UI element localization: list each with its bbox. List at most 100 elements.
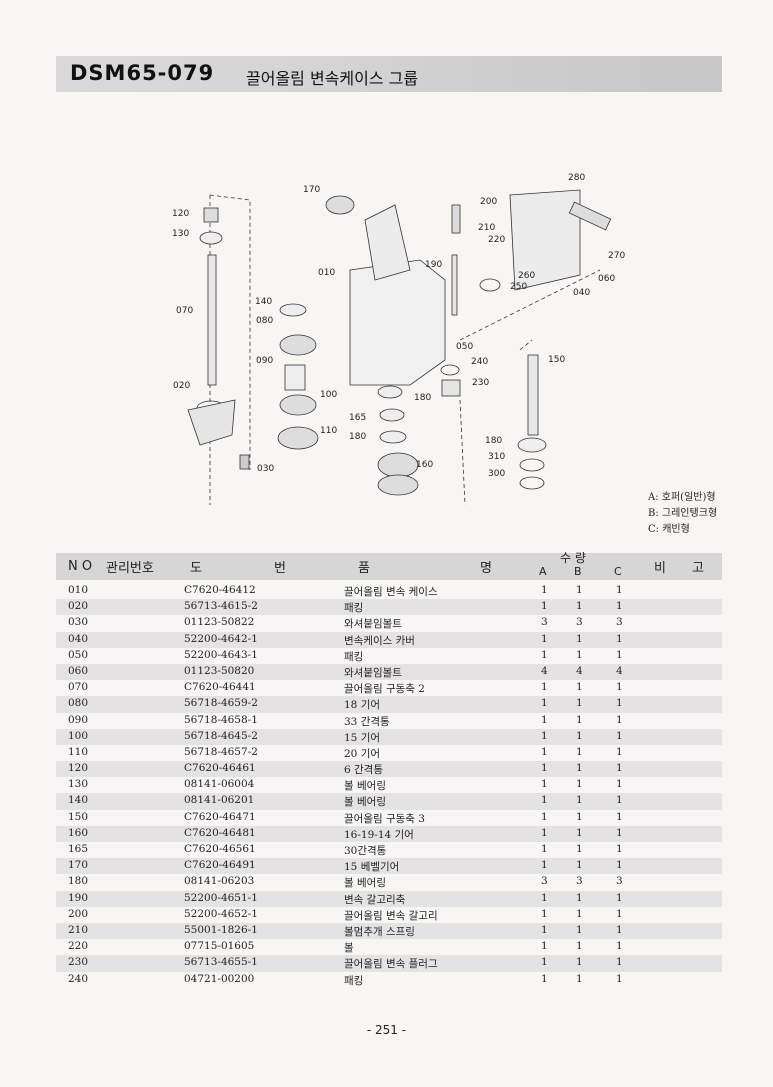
cell-part-name: 20 기어 [344, 747, 381, 760]
cell-qty-b: 1 [576, 907, 583, 920]
cell-qty-c: 1 [616, 907, 623, 920]
header-drawing-2: 번 [274, 561, 286, 576]
cell-qty-b: 1 [576, 681, 583, 694]
cell-part-number: 52200-4652-1 [184, 907, 258, 920]
callout-300: 300 [488, 469, 505, 479]
callout-180-right: 180 [485, 436, 502, 446]
callout-200: 200 [480, 197, 497, 207]
cell-qty-a: 1 [541, 940, 548, 953]
cell-part-name: 33 간격통 [344, 715, 390, 728]
cell-qty-a: 1 [541, 923, 548, 936]
callout-270: 270 [608, 251, 625, 261]
callout-110: 110 [320, 426, 337, 436]
cell-part-name: 볼멈추개 스프링 [344, 925, 415, 938]
cell-no: 020 [68, 600, 89, 613]
cell-no: 130 [68, 778, 89, 791]
cell-no: 170 [68, 859, 89, 872]
cell-qty-b: 4 [576, 664, 583, 677]
cell-qty-b: 1 [576, 600, 583, 613]
callout-280: 280 [568, 173, 585, 183]
group-title: 끌어올림 변속케이스 그룹 [246, 69, 419, 88]
cell-qty-b: 3 [576, 616, 583, 629]
cell-qty-b: 1 [576, 729, 583, 742]
cell-qty-a: 1 [541, 681, 548, 694]
callout-190: 190 [425, 260, 442, 270]
cell-part-number: 01123-50820 [184, 664, 255, 677]
cell-part-name: 볼 베어링 [344, 796, 386, 809]
cell-no: 240 [68, 972, 89, 985]
callout-020: 020 [173, 381, 190, 391]
cell-qty-a: 3 [541, 875, 548, 888]
cell-qty-c: 1 [616, 956, 623, 969]
cell-qty-b: 1 [576, 826, 583, 839]
cell-part-number: 52200-4643-1 [184, 648, 258, 661]
cell-qty-c: 1 [616, 826, 623, 839]
cell-part-number: C7620-46491 [184, 859, 256, 872]
callout-050: 050 [456, 342, 473, 352]
callout-120: 120 [172, 209, 189, 219]
diagram-svg: 280 170 200 210 220 120 130 010 190 260 … [172, 173, 625, 506]
cell-part-number: 07715-01605 [184, 940, 255, 953]
group-code: DSM65-079 [70, 61, 215, 85]
legend-a: A: 호퍼(일반)형 [648, 492, 716, 503]
callout-250: 250 [510, 282, 527, 292]
cell-qty-c: 4 [616, 664, 623, 677]
cell-no: 190 [68, 891, 89, 904]
cell-qty-c: 1 [616, 729, 623, 742]
cell-part-number: C7620-46461 [184, 762, 256, 775]
callout-070: 070 [176, 306, 193, 316]
cell-qty-b: 1 [576, 697, 583, 710]
cell-part-name: 끌어올림 변속 플러그 [344, 958, 438, 971]
cell-qty-b: 1 [576, 891, 583, 904]
cell-part-number: C7620-46481 [184, 826, 256, 839]
cell-part-number: 56718-4659-2 [184, 697, 258, 710]
cell-part-name: 패킹 [344, 974, 364, 987]
cell-qty-c: 1 [616, 843, 623, 855]
callout-260: 260 [518, 271, 535, 281]
cell-qty-b: 1 [576, 762, 583, 775]
callout-310: 310 [488, 452, 505, 462]
cell-part-name: 볼 베어링 [344, 780, 386, 793]
cell-part-name: 16-19-14 기어 [344, 828, 414, 841]
callout-220: 220 [488, 235, 505, 245]
cell-qty-a: 1 [541, 729, 548, 742]
cell-part-number: C7620-46441 [184, 681, 256, 694]
callout-080: 080 [256, 316, 273, 326]
cell-qty-c: 1 [616, 697, 623, 710]
callout-160: 160 [416, 460, 433, 470]
cell-part-number: 04721-00200 [184, 972, 255, 985]
cell-part-name: 끌어올림 변속 케이스 [344, 586, 438, 598]
cell-part-name: 와셔붙임볼트 [344, 666, 402, 679]
cell-part-number: 08141-06201 [184, 794, 255, 807]
cell-no: 060 [68, 664, 89, 677]
legend-b: B: 그레인탱크형 [648, 508, 718, 519]
cell-no: 140 [68, 794, 89, 807]
cell-part-name: 6 간격통 [344, 764, 383, 777]
cell-part-name: 15 기어 [344, 731, 381, 744]
cell-part-number: 56718-4645-2 [184, 729, 258, 742]
callout-165: 165 [349, 413, 366, 423]
cell-qty-a: 1 [541, 778, 548, 791]
cell-qty-a: 1 [541, 972, 548, 985]
header-name-1: 품 [358, 561, 370, 576]
cell-qty-c: 1 [616, 810, 623, 823]
cell-qty-c: 1 [616, 778, 623, 791]
cell-part-number: C7620-46471 [184, 810, 256, 823]
cell-no: 080 [68, 697, 89, 710]
cell-qty-c: 1 [616, 632, 623, 645]
cell-qty-b: 1 [576, 584, 583, 596]
cell-part-number: 56713-4615-2 [184, 600, 258, 613]
